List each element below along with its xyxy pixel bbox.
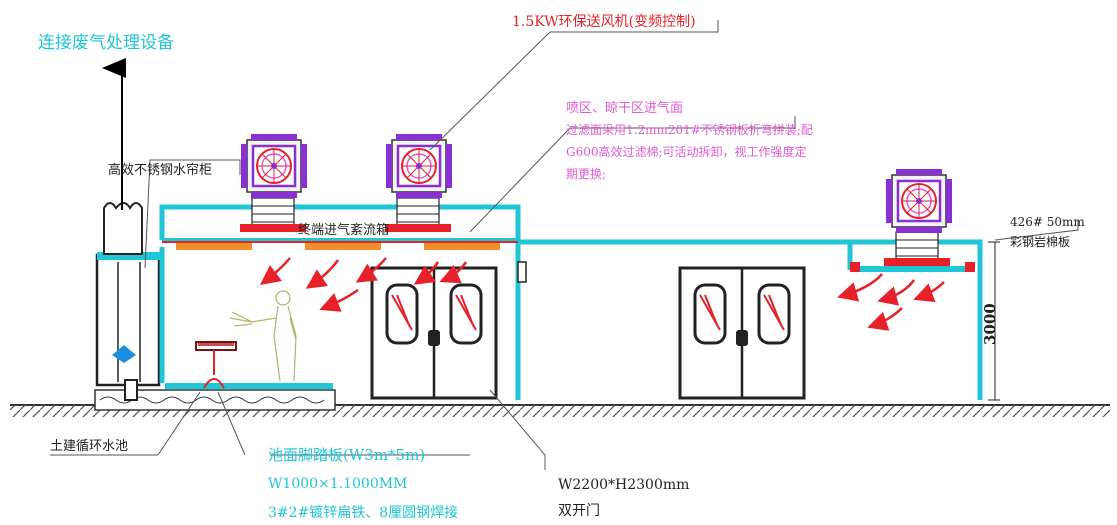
height-value: 3000 xyxy=(981,303,999,345)
double-door xyxy=(370,266,498,400)
grating-label: 池面脚踏板(W3m*5m) xyxy=(268,446,425,464)
panel-material: 彩钢岩棉板 xyxy=(1010,234,1070,249)
plenum-label: 终端进气紊流箱 xyxy=(298,222,389,238)
pool-label: 土建循环水池 xyxy=(50,439,128,454)
painter-figure xyxy=(229,290,297,382)
blower-fan-icon xyxy=(239,132,309,200)
curtain-label: 高效不锈钢水帘柜 xyxy=(108,162,212,178)
fan-duct xyxy=(384,197,452,233)
panel-spec: 426# 50mm xyxy=(1010,215,1085,229)
fan-duct xyxy=(883,231,951,267)
airflow-arrows xyxy=(260,257,945,331)
fan-label: 1.5KW环保送风机(变频控制) xyxy=(512,14,696,30)
blower-fan-icon xyxy=(884,167,954,235)
double-door xyxy=(678,266,806,400)
floor-grating xyxy=(165,383,333,389)
grating-material: 3#2#镀锌扁铁、8厘圆钢焊接 xyxy=(268,504,458,521)
filter-strip xyxy=(305,243,381,250)
leader-lines xyxy=(50,20,1079,470)
grating-size: W1000×1.1000MM xyxy=(268,476,407,492)
intake-line-3: 期更换; xyxy=(566,167,606,181)
water-curtain-cabinet xyxy=(95,202,163,401)
intake-line-1: 过滤面采用1.2mm201#不锈钢板折弯拼装;配 xyxy=(566,122,813,137)
workpiece-stand xyxy=(195,341,237,389)
fan-duct xyxy=(239,197,307,233)
drying-zone-plenum xyxy=(855,266,973,272)
blower-fan-icon xyxy=(384,132,454,200)
height-dimension xyxy=(988,241,1000,401)
booth-frame xyxy=(159,204,983,400)
door-size: W2200*H2300mm xyxy=(558,477,689,493)
door-type: 双开门 xyxy=(558,503,600,519)
intake-line-2: G600高效过滤棉;可活动拆卸，视工作强度定 xyxy=(566,144,807,159)
water-pool xyxy=(94,389,336,411)
exhaust-label: 连接废气处理设备 xyxy=(38,33,174,53)
intake-title: 喷区、晾干区进气面 xyxy=(566,100,683,116)
filter-strip xyxy=(176,243,252,250)
filter-strip xyxy=(424,243,500,250)
